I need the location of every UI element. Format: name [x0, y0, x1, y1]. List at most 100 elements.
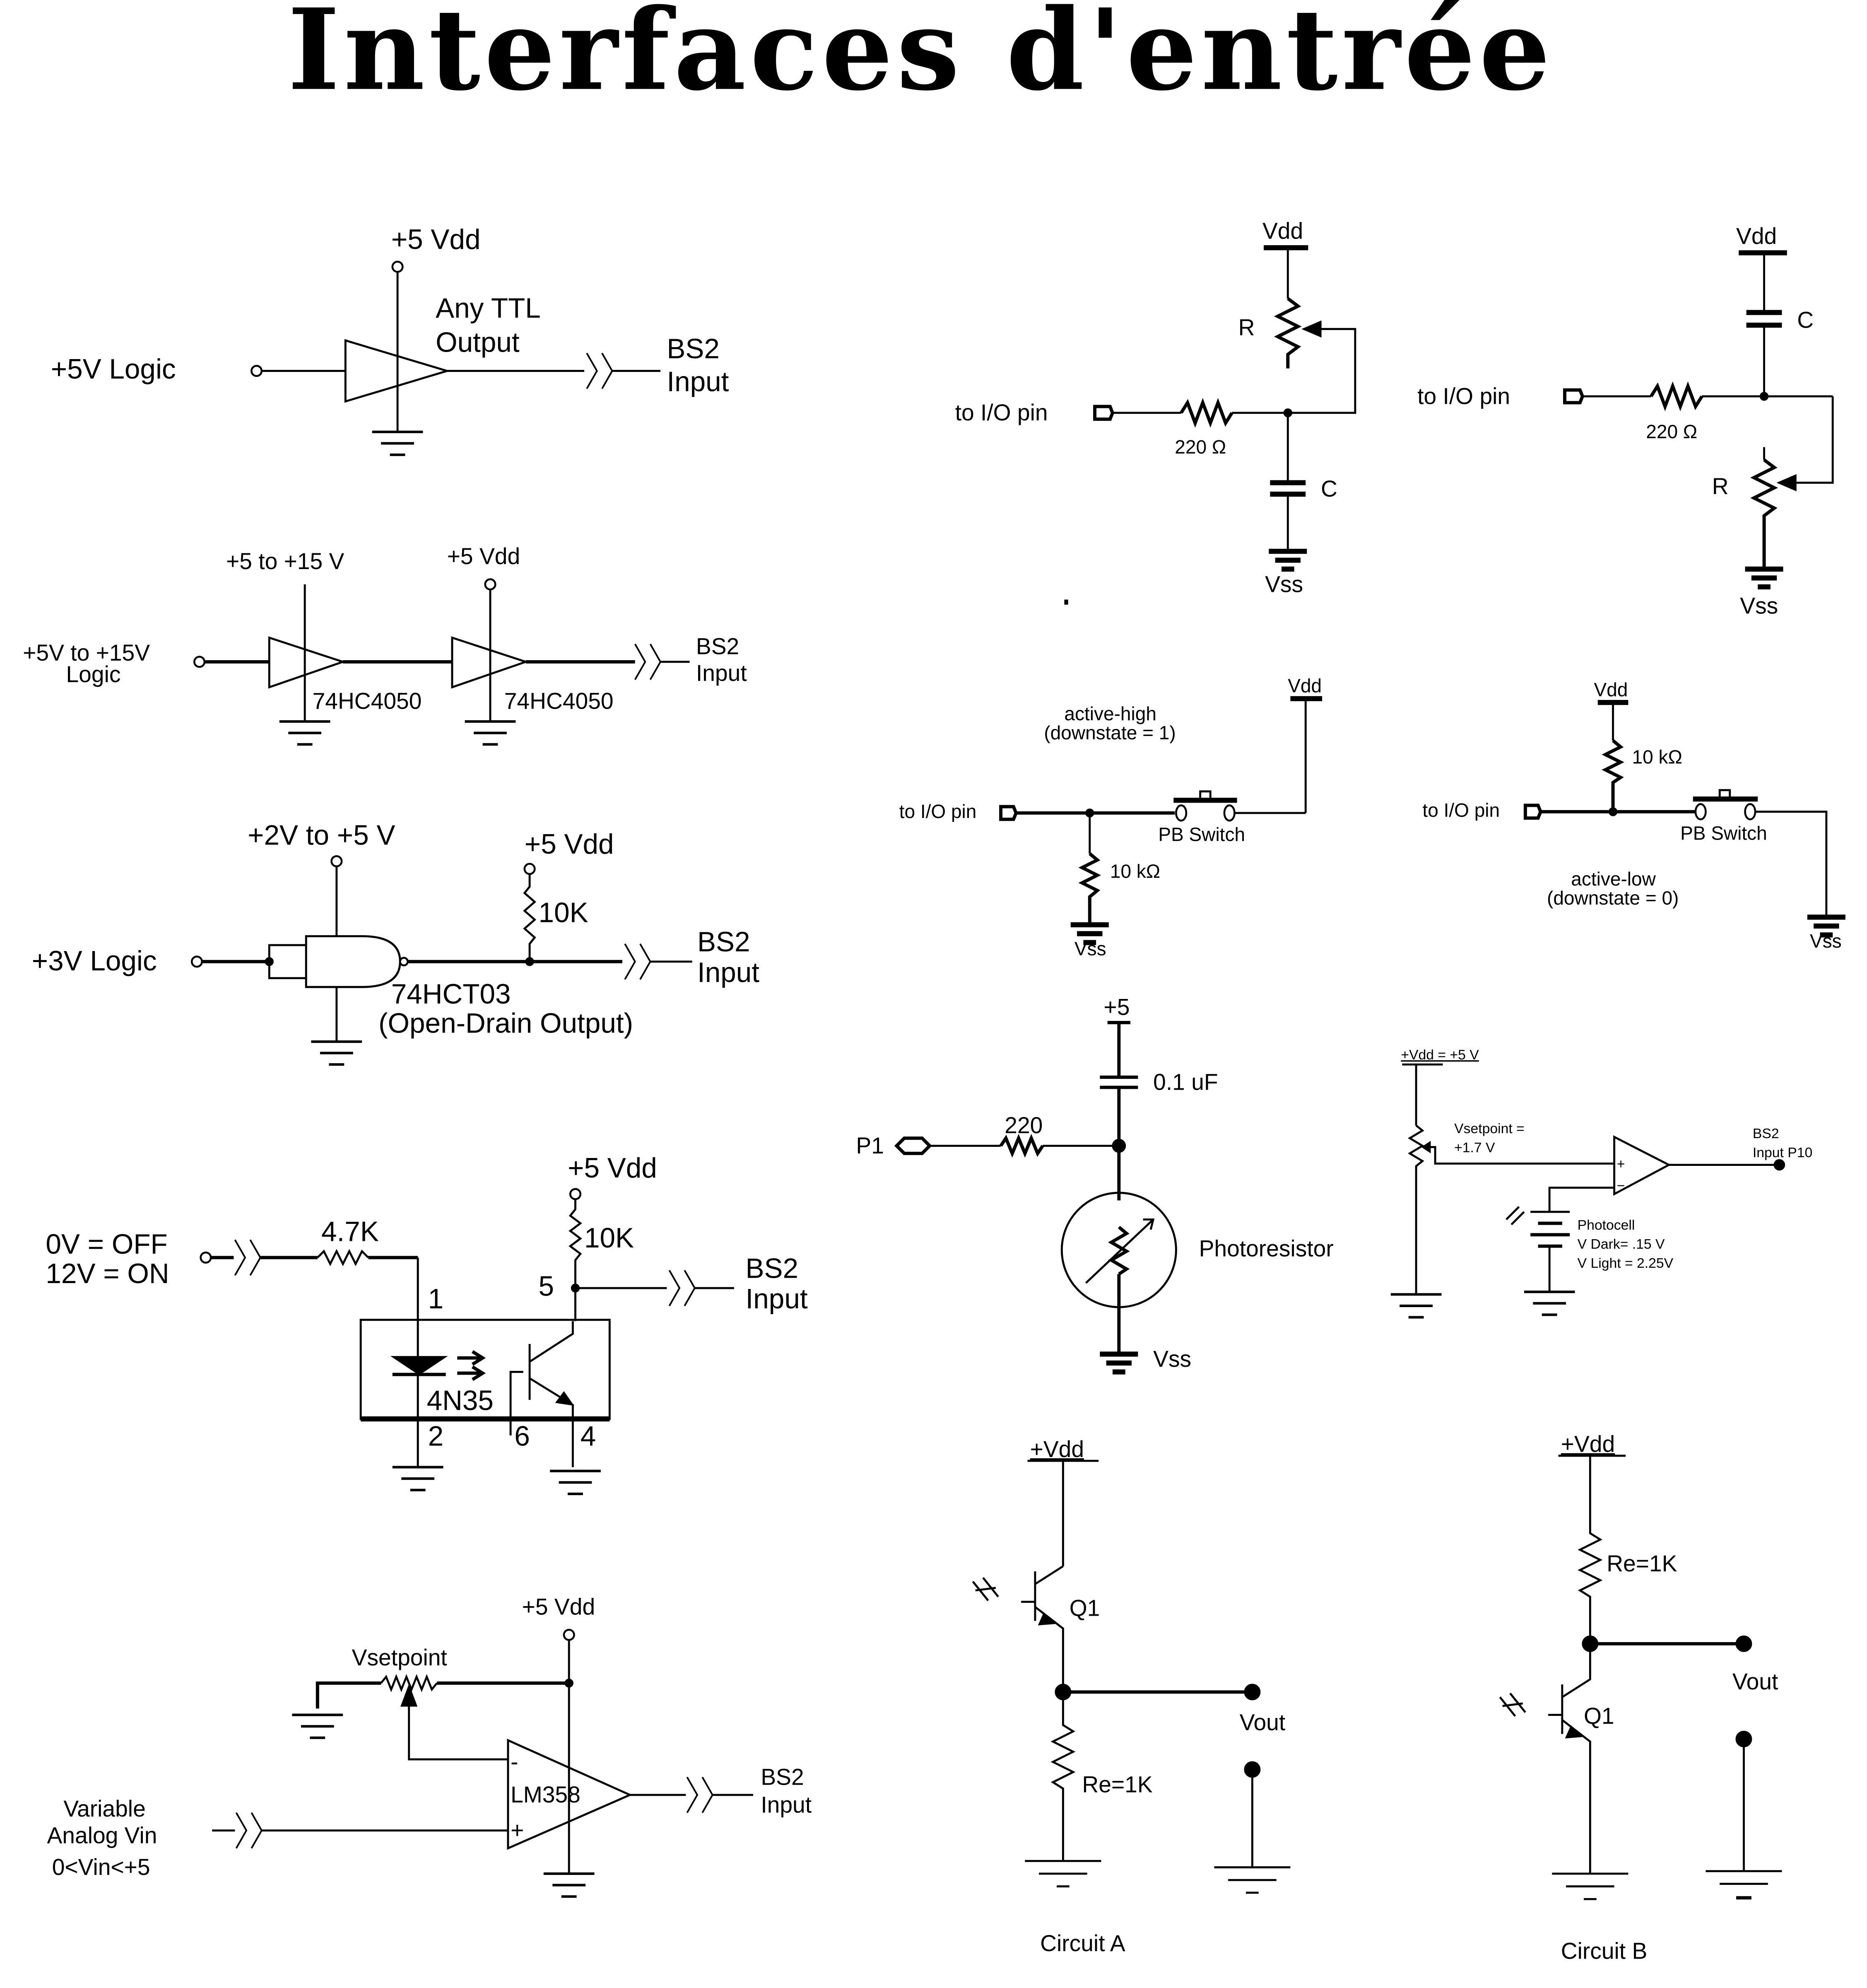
capacitor-label: C [1797, 307, 1814, 333]
vss-label: Vss [1153, 1346, 1191, 1372]
phototransistor-icon [1021, 1565, 1064, 1692]
resistor-label: Re=1K [1607, 1551, 1677, 1576]
io-pin-terminal [1093, 405, 1115, 421]
supply-label: +5 Vdd [568, 1153, 657, 1184]
input-resistor-label: 4.7K [321, 1216, 379, 1247]
pin-6-label: 6 [514, 1421, 530, 1452]
pot-label: R [1712, 473, 1729, 499]
buffer-gate-icon [344, 339, 451, 403]
supply-label: +Vdd = +5 V [1401, 1047, 1479, 1063]
output-label-line1: BS2 [667, 333, 720, 364]
phototransistor-icon [1548, 1643, 1591, 1874]
supply-label: +5 Vdd [522, 1594, 595, 1619]
resistor-label: 10K [539, 897, 588, 929]
input-label-line1: +5V to +15V [23, 640, 150, 666]
ground-icon [372, 432, 423, 455]
vout-label: Vout [1732, 1669, 1778, 1694]
circuit-pushbutton-active-low: Vdd 10 kΩ to I/O pin PB Switch active-lo… [1422, 679, 1845, 952]
input-label-line1: 0V = OFF [46, 1229, 167, 1260]
vout-label: Vout [1240, 1709, 1285, 1735]
page-title: Interfaces d'entrée [287, 0, 1554, 116]
pin-4-label: 4 [581, 1421, 596, 1452]
input-label-line3: 0<Vin<+5 [52, 1854, 150, 1880]
mode-label-line1: active-low [1571, 868, 1656, 890]
resistor-icon [523, 874, 537, 962]
resistor-icon [1180, 398, 1233, 428]
setpoint-label-line2: +1.7 V [1454, 1140, 1495, 1156]
light-voltage-label: V Light = 2.25V [1578, 1255, 1674, 1271]
circuit-rc-a: Vdd R to I/O pin 220 Ω C Vss [955, 218, 1356, 597]
connector-icon [586, 352, 613, 390]
resistor-icon [1650, 381, 1703, 411]
vdd-label: +Vdd [1030, 1436, 1084, 1462]
connector-icon [686, 1776, 713, 1814]
connector-icon [234, 1239, 261, 1276]
light-rays-icon [1506, 1206, 1525, 1226]
vdd-label: Vdd [1736, 223, 1777, 249]
resistor-icon [1578, 1455, 1603, 1644]
pin-label: to I/O pin [1422, 799, 1500, 821]
phototransistor-collector [529, 1321, 574, 1363]
output-label-line1: BS2 [746, 1253, 799, 1284]
wiper-arrow-icon [1776, 474, 1797, 492]
input-label-line1: Variable [63, 1796, 145, 1822]
dark-voltage-label: V Dark= .15 V [1578, 1236, 1665, 1252]
vdd-label: +Vdd [1561, 1431, 1615, 1457]
potentiometer-icon [1407, 1124, 1425, 1293]
capacitor-label: 0.1 uF [1153, 1069, 1218, 1095]
light-rays-icon [1499, 1692, 1526, 1717]
circuit-rc-b: Vdd C to I/O pin 220 Ω R Vss [1417, 223, 1834, 618]
transistor-label: Q1 [1584, 1703, 1614, 1729]
input-label-line2: 12V = ON [46, 1258, 169, 1289]
supply-label-2: +5 Vdd [447, 543, 520, 569]
connector-icon [634, 643, 662, 680]
vdd-label: Vdd [1594, 679, 1628, 700]
input-resistor-icon [317, 1249, 369, 1267]
pin-label: to I/O pin [1417, 383, 1510, 409]
circuit-74hc4050: +5 to +15 V +5 Vdd +5V to +15V Logic 74H… [23, 543, 747, 745]
output-label-line1: BS2 [697, 926, 750, 958]
input-terminal [193, 656, 206, 668]
plus-pin-label: + [1617, 1156, 1625, 1172]
vout-terminal [1735, 1635, 1752, 1652]
vss-label: Vss [1074, 938, 1106, 959]
io-pin-terminal [999, 805, 1018, 821]
buffer-gate-1-icon [268, 636, 346, 689]
circuit-a: +Vdd Q1 Vout Re=1K Circuit A [972, 1436, 1291, 1956]
wiper-arrow-icon [1301, 320, 1322, 338]
resistor-label: 220 [1005, 1112, 1043, 1138]
potentiometer-icon [1274, 297, 1302, 369]
ground-icon [1100, 1354, 1138, 1372]
connector-icon [668, 1269, 696, 1307]
supply-terminal [563, 1629, 575, 1641]
output-label-line1: BS2 [696, 634, 739, 659]
input-label-line2: Analog Vin [47, 1822, 157, 1848]
ground-icon [292, 1715, 343, 1738]
pot-label: Vsetpoint [352, 1645, 447, 1670]
pin-label: P1 [856, 1133, 884, 1158]
circuit-74hct03: +2V to +5 V +5 Vdd +3V Logic 10K BS2 Inp… [32, 820, 759, 1065]
p1-terminal [894, 1136, 932, 1155]
supply-label-1: +2V to +5 V [248, 820, 395, 851]
ground-icon [1269, 551, 1307, 569]
pin-1-label: 1 [428, 1284, 444, 1315]
minus-pin-label: − [1617, 1178, 1625, 1194]
light-rays-icon [972, 1577, 999, 1602]
output-label-line2: Input [696, 660, 747, 686]
setpoint-label-line1: Vsetpoint = [1454, 1121, 1525, 1136]
caption: Circuit B [1561, 1938, 1648, 1964]
pin-label: to I/O pin [899, 801, 977, 822]
circuit-4n35: +5 Vdd 10K 0V = OFF 12V = ON 4.7K BS2 In… [46, 1153, 808, 1494]
connector-icon [235, 1812, 263, 1849]
input-label: +3V Logic [32, 946, 157, 977]
resistor-label: 10 kΩ [1110, 860, 1160, 882]
vss-label: Vss [1265, 571, 1303, 597]
switch-label: PB Switch [1158, 823, 1245, 845]
input-terminal [190, 955, 203, 968]
comparator-icon [1613, 1135, 1671, 1196]
sensor-label: Photoresistor [1199, 1235, 1334, 1261]
circuit-photoresistor: +5 0.1 uF P1 220 Photoresistor Vss [856, 994, 1334, 1372]
stray-mark [1064, 599, 1068, 605]
variable-arrow-icon [1085, 1218, 1155, 1284]
